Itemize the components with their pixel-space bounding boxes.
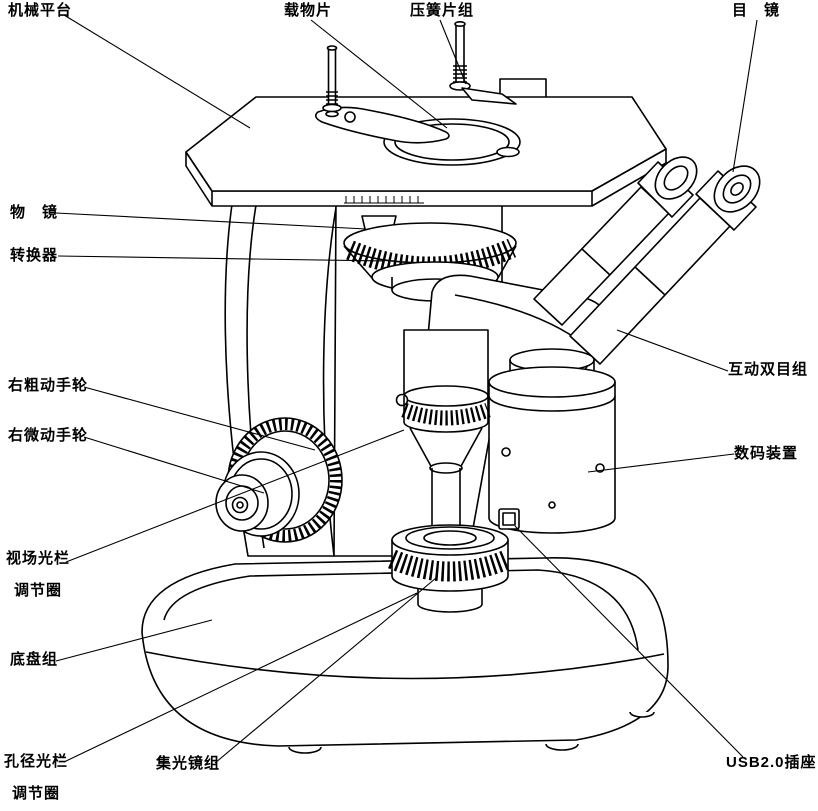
label-binocular: 互动双目组 [728, 361, 809, 378]
leader-line [214, 577, 437, 764]
leader-line [587, 453, 735, 473]
label-aperture-diaphragm-2: 调节圈 [12, 785, 61, 802]
label-aperture-diaphragm: 孔径光栏 [4, 753, 69, 770]
leader-line [616, 329, 729, 372]
base-assembly [141, 557, 669, 754]
label-objective: 物 镜 [10, 204, 59, 221]
specimen-slide [314, 106, 450, 144]
label-coarse-knob: 右粗动手轮 [8, 377, 89, 394]
usb-port [498, 508, 520, 530]
label-field-diaphragm-2: 调节圈 [14, 582, 63, 599]
leader-line [57, 255, 385, 262]
leader-line [514, 525, 744, 758]
leader-line [55, 212, 367, 230]
eyepiece-tube-back [533, 156, 698, 326]
label-condenser: 集光镜组 [156, 755, 221, 772]
label-eyepiece: 目 镜 [732, 2, 781, 19]
leader-line [439, 19, 467, 85]
label-base: 底盘组 [10, 651, 59, 668]
leader-line [732, 19, 758, 173]
label-fine-knob: 右微动手轮 [8, 427, 89, 444]
focus-knobs [215, 417, 343, 543]
label-specimen-slide: 载物片 [284, 2, 333, 19]
label-spring-clips: 压簧片组 [410, 2, 475, 19]
leader-line [83, 436, 265, 494]
condenser-ring [388, 524, 512, 613]
label-field-diaphragm: 视场光栏 [6, 550, 71, 567]
label-digital-device: 数码装置 [734, 445, 799, 462]
eyepiece-tube-front [569, 165, 761, 365]
digital-device-cylinder [488, 348, 616, 534]
field-diaphragm-stack [395, 329, 491, 526]
stage-ruler [344, 196, 424, 204]
leader-line [310, 19, 448, 129]
clip-rod-left [322, 45, 342, 118]
leader-line [83, 386, 316, 451]
leader-line [65, 429, 405, 563]
leader-line [63, 14, 251, 129]
label-mechanical-stage: 机械平台 [8, 2, 73, 19]
stage-rear-block [499, 78, 547, 97]
leader-line [63, 592, 418, 763]
leader-lines [55, 14, 758, 764]
leader-line [55, 619, 213, 662]
clip-rod-right [449, 20, 517, 105]
label-nosepiece: 转换器 [10, 247, 59, 264]
label-usb-socket: USB2.0插座 [726, 754, 817, 771]
